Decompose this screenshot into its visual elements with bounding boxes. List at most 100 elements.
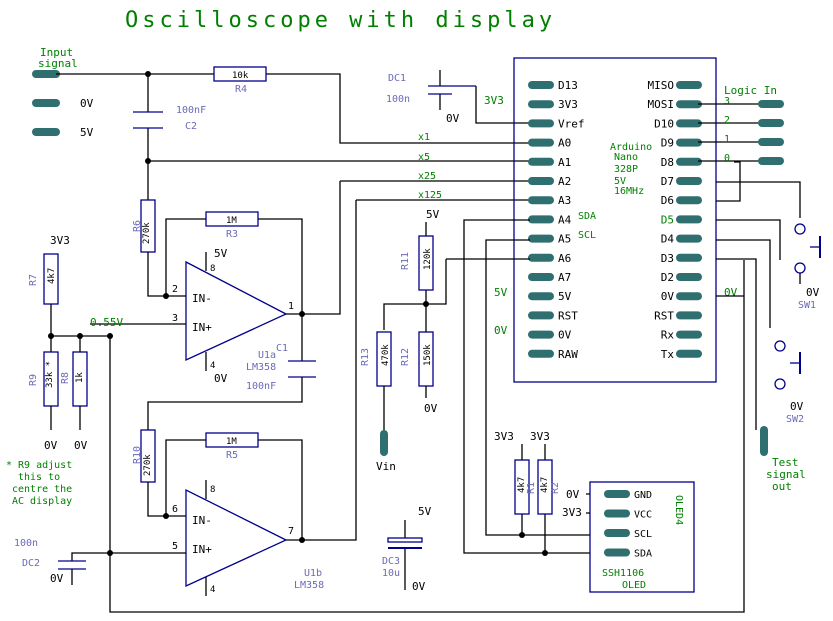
arduino-desc-4: 5V — [614, 176, 626, 187]
r5-ref: R5 — [226, 450, 238, 461]
dc1-gnd: 0V — [446, 112, 460, 125]
vin-label: Vin — [376, 460, 396, 473]
r2-3v3: 3V3 — [530, 430, 550, 443]
dc2-gnd: 0V — [50, 572, 64, 585]
u1a-pin8: 8 — [210, 264, 215, 274]
arduino-pin-label: D6 — [661, 194, 674, 207]
gain-x1: x1 — [418, 132, 430, 143]
u1a-0v: 0V — [214, 372, 228, 385]
input-label-2: signal — [38, 57, 78, 70]
resistor-r2 — [537, 459, 553, 515]
arduino-pin-label: D13 — [558, 79, 578, 92]
arduino-desc-3: 328P — [614, 164, 638, 175]
oled-pin-label: SDA — [634, 549, 652, 560]
sw1-gnd: 0V — [806, 286, 820, 299]
u1a-in-plus: IN+ — [192, 321, 212, 334]
five-v-label: 5V — [80, 126, 94, 139]
r1-ref: R1 — [526, 482, 537, 494]
arduino-pin-label: A7 — [558, 271, 571, 284]
r4-value: 10k — [232, 71, 249, 81]
note-line-4: AC display — [12, 496, 72, 507]
dc3-gnd: 0V — [412, 580, 426, 593]
sw2-ref: SW2 — [786, 414, 804, 425]
r6-ref: R6 — [132, 220, 143, 232]
oled-ref: OLED4 — [673, 495, 684, 525]
gain-x125: x125 — [418, 190, 442, 201]
sw1-ref: SW1 — [798, 300, 816, 311]
sw2-gnd: 0V — [790, 400, 804, 413]
oled-pin-label: GND — [634, 490, 652, 501]
resistor-r5 — [205, 432, 259, 448]
u1a-pin2: 2 — [172, 284, 178, 295]
gain-x25: x25 — [418, 171, 436, 182]
ext-5v: 5V — [494, 286, 508, 299]
logic-ch-0: 0 — [724, 153, 730, 164]
bias-3v3: 3V3 — [50, 234, 70, 247]
r13-ref: R13 — [360, 348, 371, 366]
arduino-pin-label: 0V — [558, 329, 572, 342]
r7-ref: R7 — [28, 274, 39, 286]
arduino-pin-label: Vref — [558, 117, 585, 130]
arduino-pin-label: A2 — [558, 175, 571, 188]
u1b-value: LM358 — [294, 580, 324, 591]
arduino-desc-5: 16MHz — [614, 186, 644, 197]
test-line-2: signal — [766, 468, 806, 481]
arduino-pin-label: MOSI — [648, 98, 675, 111]
r3-value: 1M — [226, 216, 237, 226]
r9-value: 33k * — [45, 361, 55, 388]
r12-ref: R12 — [400, 348, 411, 366]
arduino-pin-label: RAW — [558, 348, 578, 361]
r4-ref: R4 — [235, 84, 247, 95]
opamp-u1b — [185, 488, 288, 588]
resistor-r1 — [514, 459, 530, 515]
logic-in-label: Logic In — [724, 84, 777, 97]
r11-value: 120k — [423, 248, 433, 270]
note-line-1: * R9 adjust — [6, 460, 72, 471]
arduino-pin-label: D8 — [661, 156, 674, 169]
input-label-1: Input — [40, 46, 73, 59]
node-055v: 0.55V — [90, 316, 123, 329]
r10-value: 270k — [143, 454, 153, 476]
dc3-5v: 5V — [418, 505, 432, 518]
arduino-pin-label: Rx — [661, 329, 675, 342]
u1b-pin8: 8 — [210, 485, 215, 495]
u1a-in-minus: IN- — [192, 292, 212, 305]
r1-3v3: 3V3 — [494, 430, 514, 443]
test-line-3: out — [772, 480, 792, 493]
arduino-pin-label: A1 — [558, 156, 571, 169]
note-line-3: centre the — [12, 484, 72, 495]
u1b-pin4: 4 — [210, 585, 215, 595]
dc2-value: 100n — [14, 538, 38, 549]
oled-gnd-rail: 0V — [566, 488, 580, 501]
dc2-ref: DC2 — [22, 558, 40, 569]
resistor-r4 — [213, 66, 267, 82]
arduino-pin-label: RST — [558, 309, 578, 322]
r9-ref: R9 — [28, 374, 39, 386]
arduino-pin-label: A0 — [558, 137, 571, 150]
c2-value: 100nF — [176, 105, 206, 116]
logic-ch-1: 1 — [724, 134, 730, 145]
arduino-pin-label: D3 — [661, 252, 674, 265]
sda-label: SDA — [578, 211, 596, 222]
arduino-pin-label: 0V — [661, 290, 675, 303]
gain-x5: x5 — [418, 152, 430, 163]
arduino-pin-label: RST — [654, 309, 674, 322]
oled-pin-label: SCL — [634, 529, 652, 540]
opamp-u1a — [185, 260, 288, 362]
oled-3v3-rail: 3V3 — [562, 506, 582, 519]
r8-gnd: 0V — [74, 439, 88, 452]
dc3-ref: DC3 — [382, 556, 400, 567]
u1a-ref: U1a — [258, 350, 276, 361]
r2-ref: R2 — [550, 482, 561, 494]
note-line-2: this to — [18, 472, 60, 483]
ext-0v: 0V — [494, 324, 508, 337]
arduino-pin-label: A4 — [558, 213, 572, 226]
arduino-desc-1: Arduino — [610, 142, 652, 153]
r3-ref: R3 — [226, 229, 238, 240]
c1-value: 100nF — [246, 381, 276, 392]
test-line-1: Test — [772, 456, 799, 469]
c1-ref: C1 — [276, 343, 288, 354]
arduino-pin-label: A5 — [558, 233, 571, 246]
